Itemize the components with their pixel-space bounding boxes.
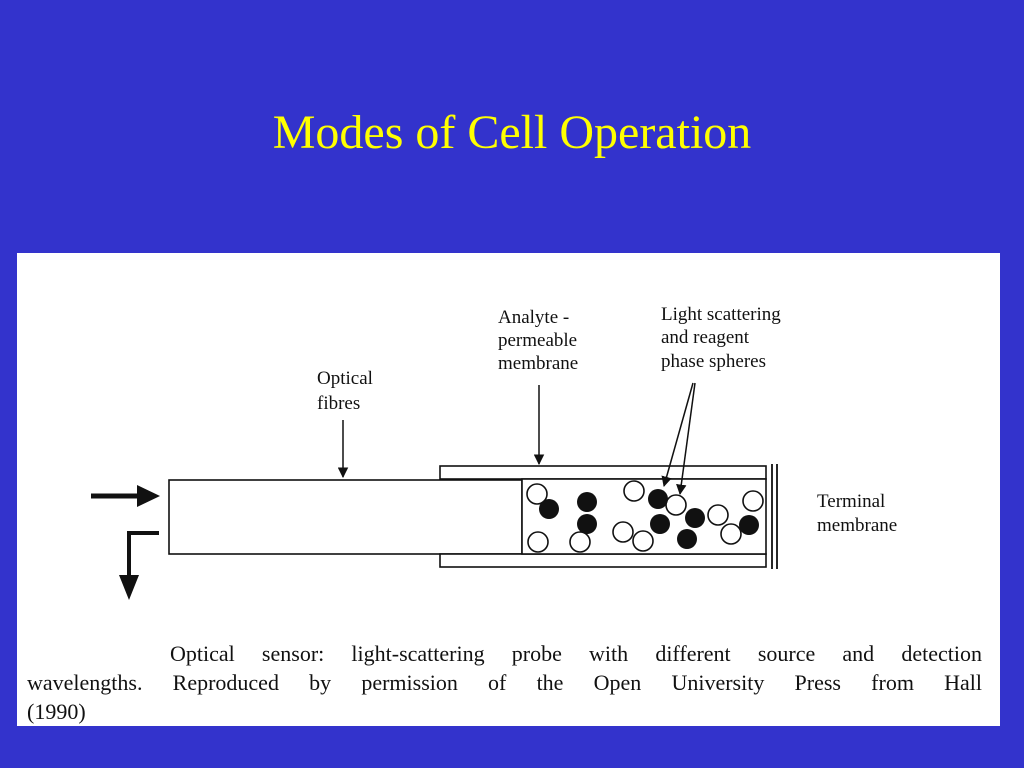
label-optical-fibres: Optical fibres <box>317 368 378 414</box>
open-sphere <box>569 531 591 553</box>
open-sphere <box>526 483 548 505</box>
figure-panel: Optical fibres Analyte - permeable membr… <box>17 253 1000 726</box>
caption-line: wavelengths. Reproduced by permission of… <box>27 670 982 695</box>
slide-title: Modes of Cell Operation <box>272 106 752 159</box>
open-sphere <box>623 480 645 502</box>
filled-sphere <box>648 489 668 509</box>
output-light-arrow <box>119 531 159 600</box>
label-analyte-membrane: Analyte - permeable membrane <box>498 307 582 374</box>
filled-sphere <box>739 515 759 535</box>
input-light-arrow <box>91 485 160 507</box>
tube-top-wall <box>439 465 767 480</box>
filled-sphere <box>539 499 559 519</box>
sensor-diagram: Optical fibres Analyte - permeable membr… <box>91 304 897 600</box>
filled-sphere <box>577 514 597 534</box>
open-sphere <box>665 494 687 516</box>
filled-sphere <box>685 508 705 528</box>
label-terminal-membrane: Terminal membrane <box>817 491 897 536</box>
open-sphere <box>632 530 654 552</box>
filled-sphere <box>677 529 697 549</box>
figure-caption: Optical sensor: light-scattering probe w… <box>27 639 982 726</box>
open-sphere <box>612 521 634 543</box>
caption-line: Optical sensor: light-scattering probe w… <box>170 641 982 666</box>
filled-spheres <box>539 489 759 549</box>
filled-sphere <box>650 514 670 534</box>
open-sphere <box>707 504 729 526</box>
caption-line: (1990) <box>27 699 86 724</box>
label-spheres: Light scattering and reagent phase spher… <box>661 304 786 372</box>
spheres-pointers <box>661 382 696 496</box>
filled-sphere <box>577 492 597 512</box>
open-sphere <box>742 490 764 512</box>
open-sphere <box>527 531 549 553</box>
open-sphere <box>720 523 742 545</box>
optical-fibre-body <box>168 479 523 555</box>
open-spheres <box>526 480 764 553</box>
tube-bottom-wall <box>439 553 767 568</box>
